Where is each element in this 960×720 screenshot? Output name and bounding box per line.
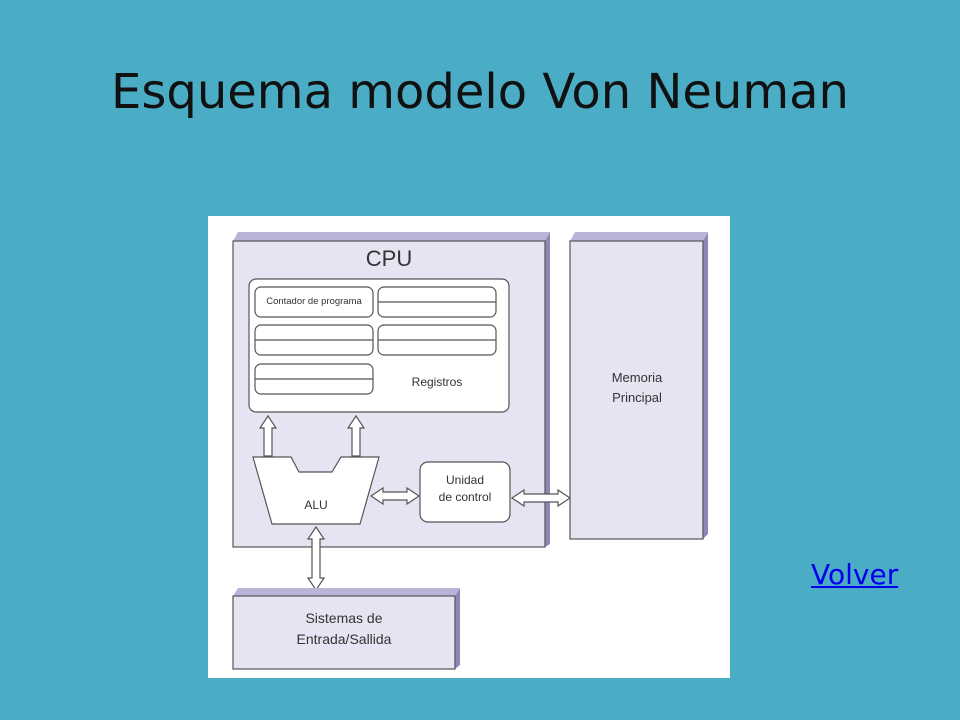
registers-label: Registros [412, 375, 463, 389]
register-slot [254, 324, 374, 356]
control-unit-line1: Unidad [446, 473, 484, 487]
program-counter-label: Contador de programa [266, 296, 362, 307]
slide-title: Esquema modelo Von Neuman [111, 64, 849, 120]
control-unit-block: Unidad de control [419, 461, 511, 523]
register-slot [377, 324, 497, 356]
register-slot [377, 286, 497, 318]
von-neumann-diagram: CPU Contador de programa [232, 232, 708, 670]
alu-label: ALU [304, 498, 327, 512]
register-program-counter: Contador de programa [254, 286, 374, 318]
volver-link[interactable]: Volver [811, 558, 899, 591]
arrow-alu-to-registers [258, 414, 278, 457]
memory-line2: Principal [612, 390, 662, 405]
control-unit-line2: de control [439, 490, 492, 504]
io-line1: Sistemas de [305, 610, 382, 626]
memory-line1: Memoria [612, 370, 663, 385]
memory-block: Memoria Principal [569, 232, 708, 540]
cpu-label: CPU [366, 246, 412, 271]
alu-block: ALU [252, 456, 380, 525]
arrow-alu-control [369, 486, 421, 506]
arrow-alu-io [306, 525, 326, 592]
io-block: Sistemas de Entrada/Sallida [232, 588, 460, 670]
register-slot [254, 363, 374, 395]
registers-panel: Contador de programa Registros [248, 278, 510, 413]
arrow-alu-to-registers [346, 414, 366, 457]
io-line2: Entrada/Sallida [297, 631, 392, 647]
diagram-panel: CPU Contador de programa [208, 216, 730, 678]
